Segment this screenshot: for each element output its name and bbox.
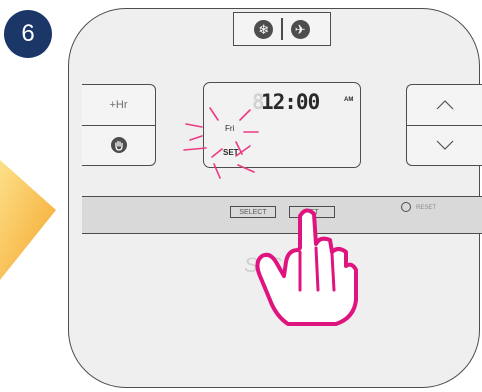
- lcd-ampm: AM: [344, 97, 353, 103]
- select-button[interactable]: SELECT: [230, 206, 276, 218]
- left-control-panel: +Hr: [82, 84, 156, 166]
- lcd-mode-set: SET: [223, 148, 239, 157]
- plus-hour-label: +Hr: [109, 99, 127, 111]
- set-button[interactable]: SET: [289, 206, 335, 218]
- button-strip: [82, 196, 482, 234]
- right-control-panel: [406, 84, 482, 166]
- hold-button[interactable]: [82, 125, 155, 165]
- mode-button-group: ❄ ✈: [233, 12, 331, 46]
- down-button[interactable]: [407, 125, 482, 165]
- mode-divider: [281, 18, 283, 40]
- hold-hand-icon: [111, 137, 127, 153]
- reset-button[interactable]: [401, 202, 411, 212]
- lcd-time: 12:00: [261, 90, 319, 114]
- lcd-display: 8 12:00 AM Fri SET: [203, 82, 361, 168]
- lcd-day: Fri: [225, 124, 234, 133]
- reset-label: RESET: [416, 205, 436, 211]
- snowflake-icon[interactable]: ❄: [254, 20, 273, 39]
- chevron-up-icon: [436, 100, 454, 110]
- airplane-icon[interactable]: ✈: [291, 20, 310, 39]
- set-button-label: SET: [305, 209, 319, 216]
- up-button[interactable]: [407, 85, 482, 126]
- brand-logo: S S: [244, 254, 284, 278]
- select-button-label: SELECT: [239, 209, 266, 216]
- chevron-down-icon: [436, 140, 454, 150]
- plus-hour-button[interactable]: +Hr: [82, 85, 155, 126]
